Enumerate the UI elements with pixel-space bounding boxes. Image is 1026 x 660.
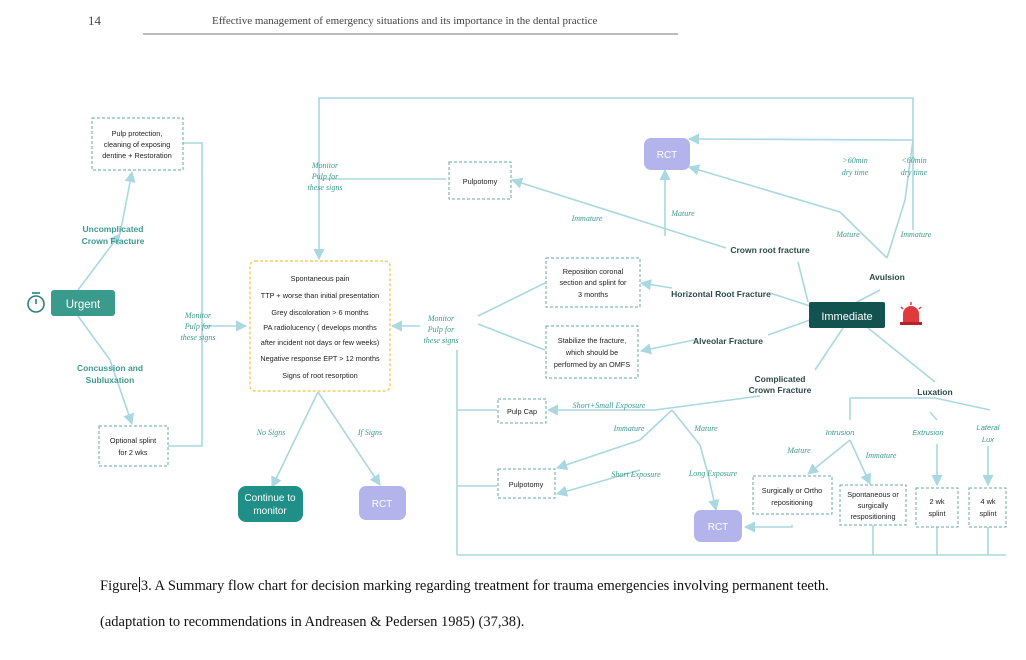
four-wk-splint-text-2: splint	[979, 509, 996, 518]
uncomplicated-crown-label-1: Uncomplicated	[83, 224, 144, 234]
long-exposure-label: Long Exposure	[688, 469, 738, 478]
immature-label-crown: Immature	[571, 214, 603, 223]
stabilize-text-3: performed by an OMFS	[554, 360, 630, 369]
caption-line-1-text: 3. A Summary flow chart for decision mar…	[140, 578, 829, 594]
surgically-ortho-text-1: Surgically or Ortho	[762, 486, 822, 495]
lt60-label-2: dry time	[901, 168, 928, 177]
urgent-node: Urgent	[51, 290, 115, 316]
mature-label-intrusion: Mature	[786, 446, 811, 455]
monitor-label-top-3: these signs	[308, 183, 343, 192]
immature-label-intrusion: Immature	[865, 451, 897, 460]
dashed-boxes	[91, 117, 1007, 528]
monitor-label-left-3: these signs	[181, 333, 216, 342]
monitor-label-mid-3: these signs	[424, 336, 459, 345]
svg-text:Continue to: Continue to	[244, 493, 296, 504]
surgically-ortho-text-2: repositioning	[771, 498, 812, 507]
gt60-label-2: dry time	[842, 168, 869, 177]
immediate-node: Immediate	[809, 302, 885, 328]
monitor-label-mid-1: Monitor	[427, 314, 455, 323]
connectors	[77, 97, 1006, 556]
sign-6: Negative response EPT > 12 months	[260, 354, 380, 363]
header-rule	[143, 33, 678, 35]
optional-splint-text-2: for 2 wks	[118, 448, 148, 457]
pulp-protection-text-2: cleaning of exposing	[104, 140, 171, 149]
no-signs-label: No Signs	[256, 428, 286, 437]
svg-text:RCT: RCT	[708, 522, 729, 533]
concussion-label-2: Subluxation	[86, 375, 135, 385]
short-small-label: Short+Small Exposure	[573, 401, 646, 410]
sign-3: Grey discoloration > 6 months	[271, 308, 368, 317]
svg-text:RCT: RCT	[372, 499, 393, 510]
gt60-label-1: >60min	[842, 156, 867, 165]
stabilize-text-2: which should be	[565, 348, 618, 357]
four-wk-splint-text-1: 4 wk	[980, 497, 995, 506]
sign-7: Signs of root resorption	[282, 371, 357, 380]
lateral-lux-label-2: Lux	[982, 435, 994, 444]
luxation-label: Luxation	[917, 387, 952, 397]
reposition-text-2: section and splint for	[560, 278, 627, 287]
pulpotomy-bottom-text: Pulpotomy	[509, 480, 544, 489]
svg-text:RCT: RCT	[657, 150, 678, 161]
immature-label-avulsion: Immature	[900, 230, 932, 239]
mature-label-avulsion: Mature	[835, 230, 860, 239]
svg-text:Urgent: Urgent	[66, 299, 101, 311]
sign-5: after incident not days or few weeks)	[261, 338, 379, 347]
running-head: Effective management of emergency situat…	[212, 15, 598, 27]
rct-node-signs: RCT	[359, 486, 406, 520]
reposition-text-3: 3 months	[578, 290, 608, 299]
monitor-label-top-1: Monitor	[311, 161, 339, 170]
stabilize-text-1: Stabilize the fracture,	[558, 336, 627, 345]
complicated-crown-label-1: Complicated	[754, 374, 805, 384]
mature-label-complicated: Mature	[693, 424, 718, 433]
page-number: 14	[88, 13, 101, 28]
uncomplicated-crown-label-2: Crown Fracture	[82, 236, 145, 246]
caption-figure-word: Figure	[100, 578, 138, 594]
stopwatch-icon	[27, 292, 45, 313]
intrusion-label: Intrusion	[826, 428, 855, 437]
sign-4: PA radiolucency ( develops months	[263, 323, 377, 332]
lt60-label-1: <60min	[901, 156, 926, 165]
pulp-protection-text-1: Pulp protection,	[112, 129, 163, 138]
lateral-lux-label-1: Lateral	[977, 423, 1000, 432]
mature-label-crown: Mature	[670, 209, 695, 218]
sign-2: TTP + worse than initial presentation	[261, 291, 380, 300]
rct-node-top: RCT	[644, 138, 690, 170]
immature-label-complicated: Immature	[613, 424, 645, 433]
spontaneous-text-2: surgically	[858, 501, 889, 510]
alarm-icon	[900, 302, 922, 325]
monitor-label-left-2: Pulp for	[184, 322, 212, 331]
monitor-label-left-1: Monitor	[184, 311, 212, 320]
pulp-cap-text: Pulp Cap	[507, 407, 537, 416]
two-wk-splint-text-2: splint	[928, 509, 945, 518]
continue-monitor-node: Continue to monitor	[238, 486, 303, 522]
pulpotomy-top-text: Pulpotomy	[463, 177, 498, 186]
svg-text:Immediate: Immediate	[821, 311, 872, 323]
rct-node-bottom: RCT	[694, 510, 742, 542]
signs-box	[249, 260, 391, 392]
optional-splint-text-1: Optional splint	[110, 436, 156, 445]
text-cursor	[138, 577, 140, 592]
concussion-label-1: Concussion and	[77, 363, 143, 373]
figure-caption-line-2: (adaptation to recommendations in Andrea…	[100, 614, 525, 630]
monitor-label-mid-2: Pulp for	[427, 325, 455, 334]
two-wk-splint-text-1: 2 wk	[929, 497, 944, 506]
if-signs-label: If Signs	[357, 428, 382, 437]
alveolar-fracture-label: Alveolar Fracture	[693, 336, 763, 346]
horizontal-root-fracture-label: Horizontal Root Fracture	[671, 289, 771, 299]
svg-text:monitor: monitor	[253, 506, 287, 517]
crown-root-fracture-label: Crown root fracture	[730, 245, 810, 255]
spontaneous-text-1: Spontaneous or	[847, 490, 899, 499]
complicated-crown-label-2: Crown Fracture	[749, 385, 812, 395]
spontaneous-text-3: respositioning	[850, 512, 895, 521]
extrusion-label: Extrusion	[912, 428, 943, 437]
avulsion-label: Avulsion	[869, 272, 905, 282]
monitor-label-top-2: Pulp for	[311, 172, 339, 181]
pulp-protection-text-3: dentine + Restoration	[102, 151, 172, 160]
sign-1: Spontaneous pain	[291, 274, 350, 283]
short-exposure-label: Short Exposure	[611, 470, 661, 479]
reposition-text-1: Reposition coronal	[563, 267, 624, 276]
